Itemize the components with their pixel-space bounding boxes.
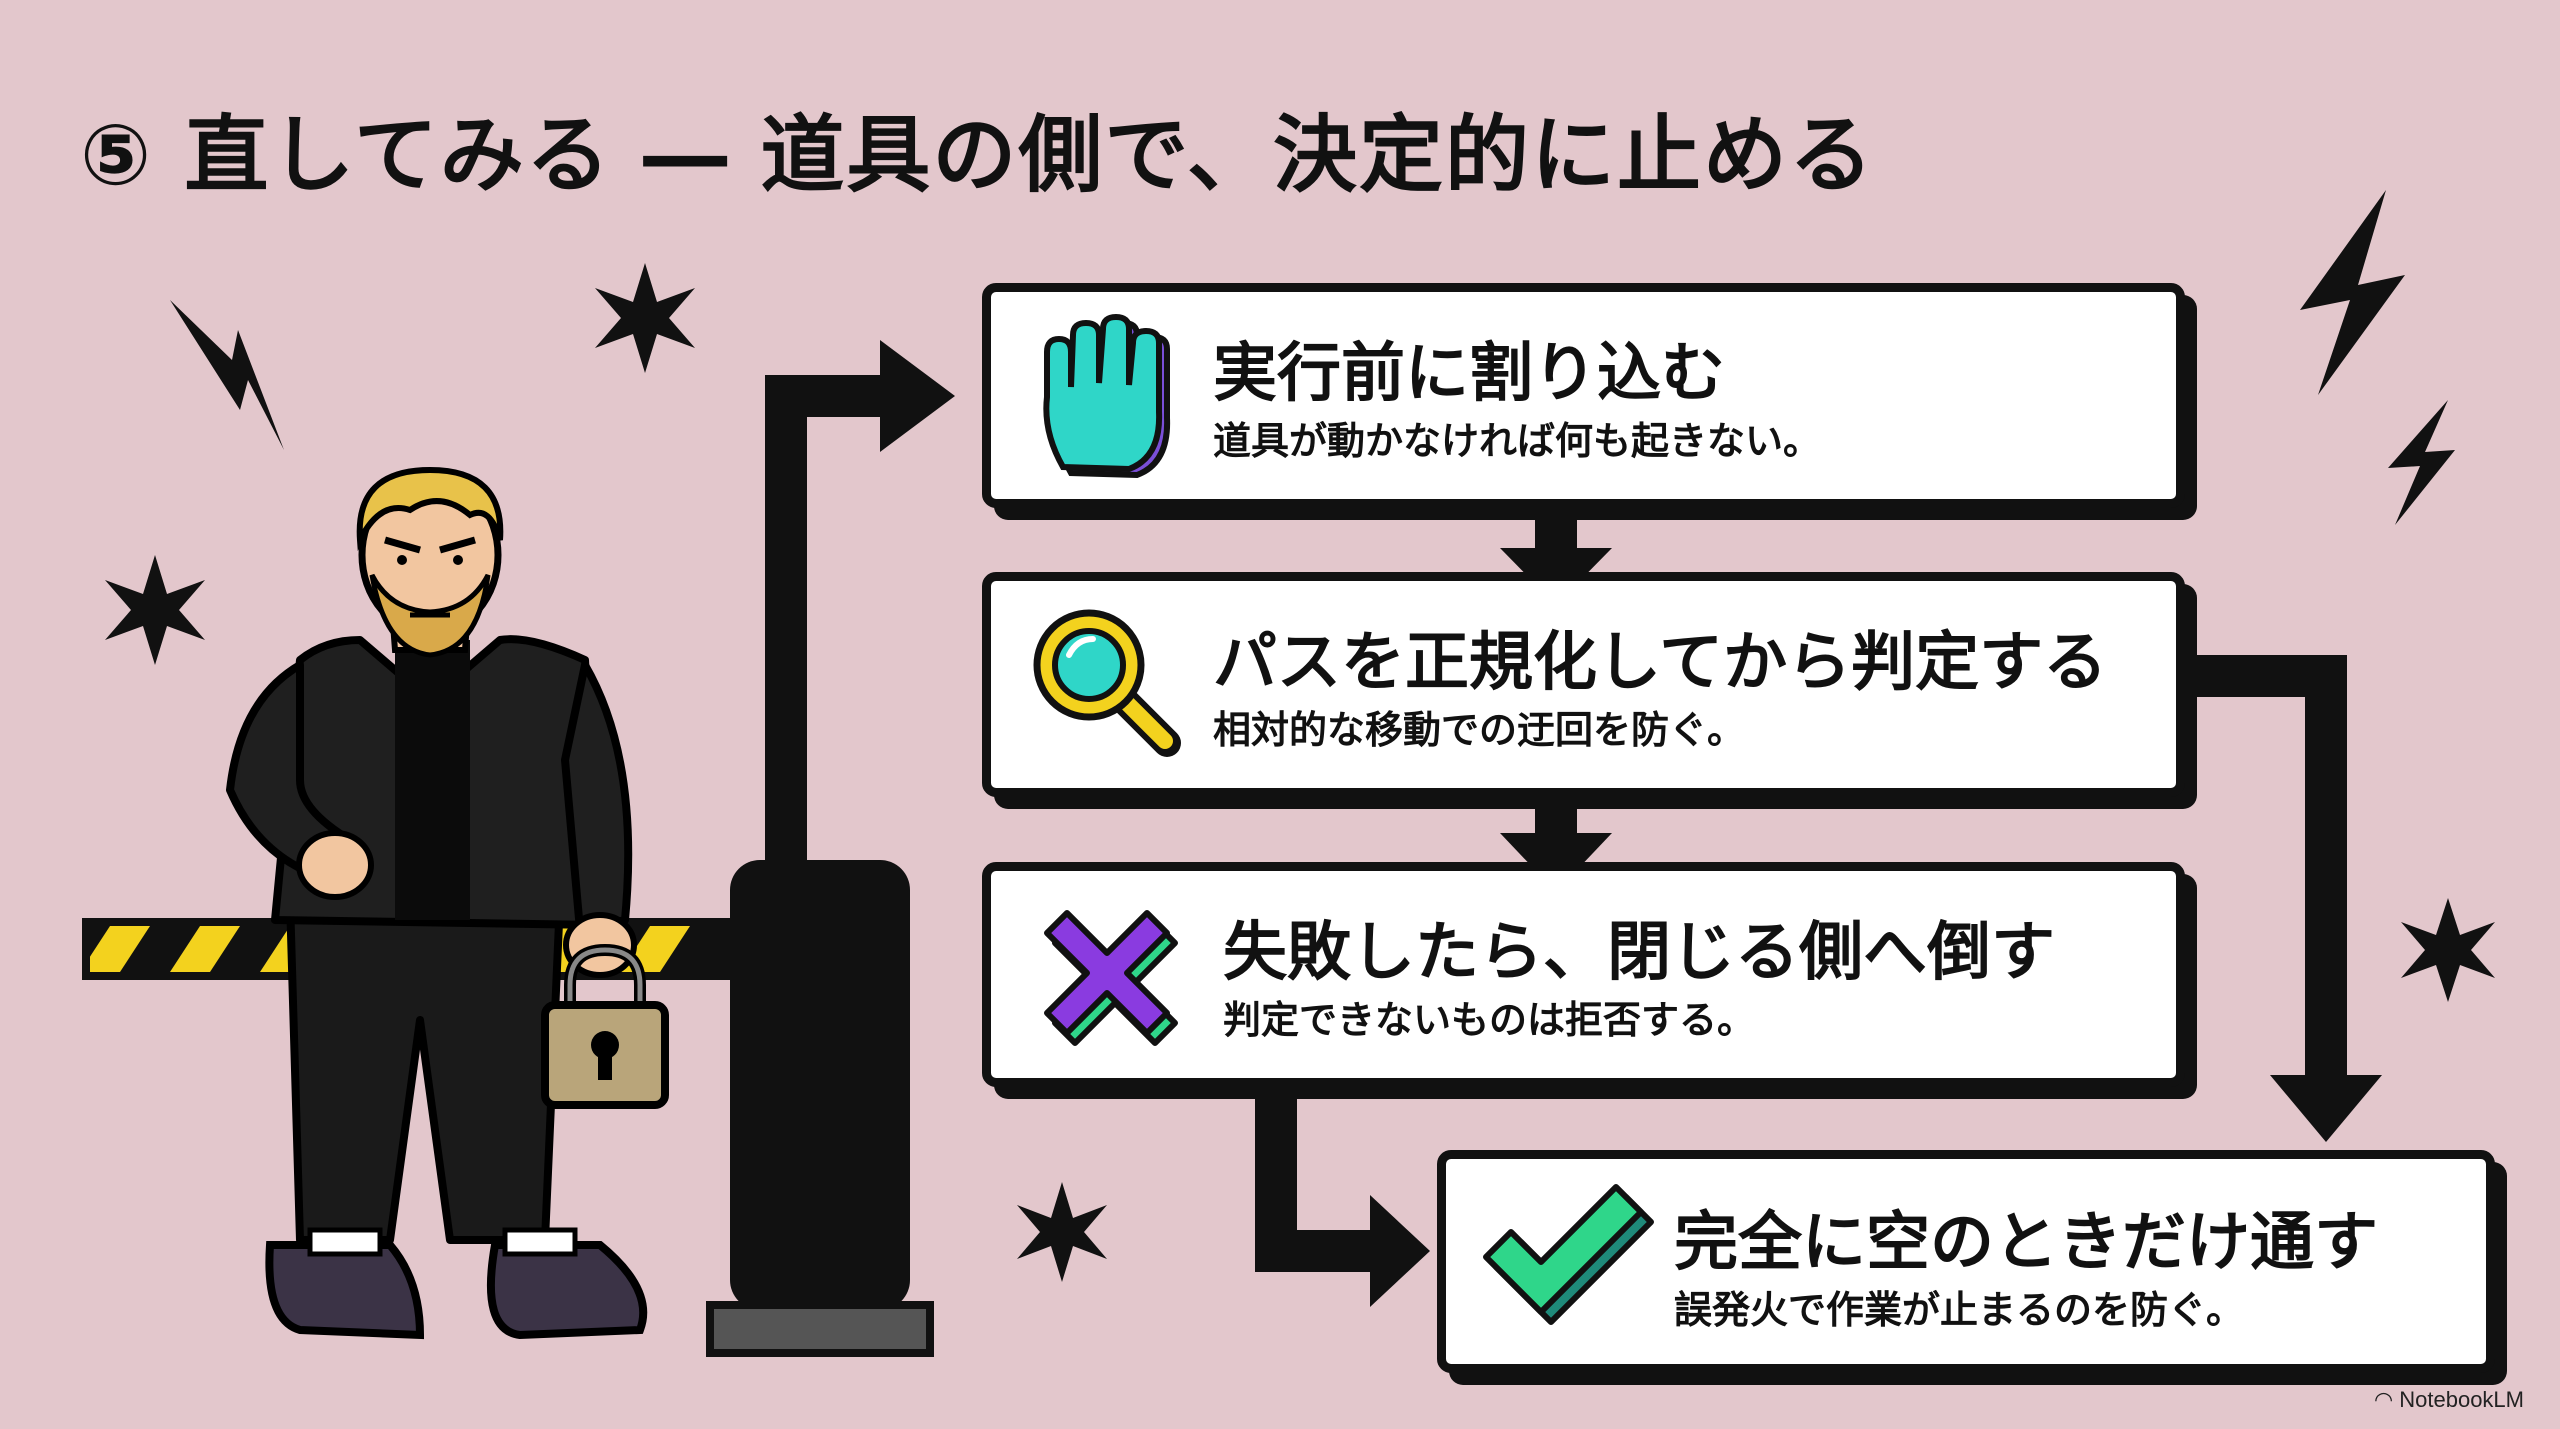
cross-icon [1044, 910, 1178, 1046]
step-subtitle: 道具が動かなければ何も起きない。 [1213, 419, 1822, 463]
barrier-post [706, 860, 934, 1357]
starburst-icon [2401, 898, 2495, 1002]
flow-arrows [765, 340, 2382, 1307]
starburst-icon [1017, 1182, 1107, 1282]
starburst-icon [105, 555, 205, 665]
step-card-interrupt: 実行前に割り込む 道具が動かなければ何も起きない。 [982, 283, 2185, 508]
watermark-label: NotebookLM [2399, 1387, 2524, 1412]
starburst-icon [595, 263, 695, 373]
lightning-bolt-icon [2300, 190, 2405, 395]
step-card-pass-empty: 完全に空のときだけ通す 誤発火で作業が止まるのを防ぐ。 [1437, 1150, 2495, 1373]
lightning-bolt-icon [2388, 400, 2455, 525]
step-subtitle: 相対的な移動での迂回を防ぐ。 [1213, 708, 1746, 752]
step-title: 失敗したら、閉じる側へ倒す [1223, 916, 2055, 990]
step-card-failsafe: 失敗したら、閉じる側へ倒す 判定できないものは拒否する。 [982, 862, 2185, 1087]
stop-hand-icon [1043, 313, 1171, 479]
guard-character [226, 466, 648, 1340]
step-subtitle: 誤発火で作業が止まるのを防ぐ。 [1674, 1288, 2245, 1332]
lightning-bolt-icon [170, 300, 284, 450]
step-title: 実行前に割り込む [1213, 337, 1725, 411]
step-card-normalize: パスを正規化してから判定する 相対的な移動での迂回を防ぐ。 [982, 572, 2185, 797]
notebooklm-logo-icon: ◠ [2374, 1387, 2394, 1412]
step-subtitle: 判定できないものは拒否する。 [1223, 998, 1756, 1042]
magnifier-icon [1033, 609, 1181, 757]
step-title: パスを正規化してから判定する [1213, 626, 2108, 700]
notebooklm-watermark: ◠ NotebookLM [2374, 1387, 2524, 1413]
step-title: 完全に空のときだけ通す [1674, 1206, 2378, 1280]
check-icon [1483, 1184, 1654, 1325]
slide-title: ⑤ 直してみる ― 道具の側で、決定的に止める [80, 106, 1875, 204]
padlock-icon [541, 943, 669, 1109]
